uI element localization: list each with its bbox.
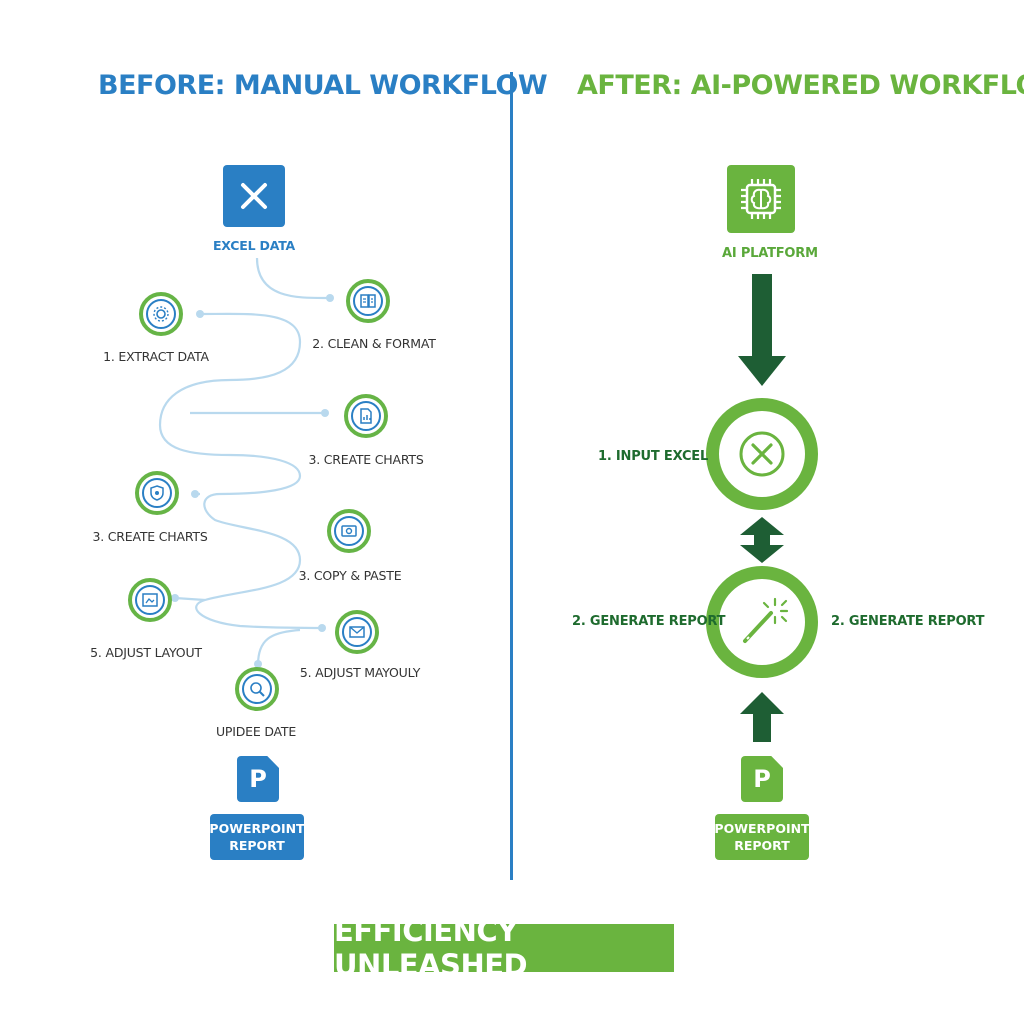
powerpoint-icon-green: P (741, 756, 783, 802)
step-adjust-layout-node (128, 578, 172, 622)
powerpoint-icon: P (237, 756, 279, 802)
step-create-charts-node-2 (135, 471, 179, 515)
efficiency-banner: EFFICIENCY UNLEASHED (334, 914, 674, 982)
magnifier-icon (250, 682, 265, 697)
step-clean-format-node (346, 279, 390, 323)
step-extract-data-node (139, 292, 183, 336)
step-label: 5. ADJUST MAYOULY (299, 665, 421, 680)
step-label: 5. ADJUST LAYOUT (90, 645, 202, 660)
center-divider (510, 72, 513, 880)
powerpoint-report-badge-green: POWERPOINT REPORT (714, 814, 810, 860)
step-adjust-mayouly-node (335, 610, 379, 654)
ai-platform-label: AI PLATFORM (722, 246, 818, 261)
step-label: 2. CLEAN & FORMAT (312, 336, 436, 351)
layout-icon (142, 593, 158, 607)
magic-wand-icon (743, 597, 789, 643)
after-title: AFTER: AI-POWERED WORKFLOW (577, 70, 1024, 101)
copy-icon (341, 525, 357, 537)
manual-workflow-connector (158, 257, 334, 668)
step-label: 1. EXTRACT DATA (103, 349, 209, 364)
down-arrow (738, 274, 786, 386)
up-arrow (740, 692, 784, 742)
generate-report-label-right: 2. GENERATE REPORT (831, 614, 985, 629)
gear-icon (153, 306, 169, 322)
document-icon (360, 294, 376, 308)
envelope-icon (349, 626, 365, 638)
step-copy-paste-node (327, 509, 371, 553)
step-label: 3. CREATE CHARTS (92, 529, 208, 544)
step-create-charts-node (344, 394, 388, 438)
input-excel-ring (706, 398, 818, 510)
ai-brain-chip-icon (727, 165, 795, 233)
generate-report-label-left: 2. GENERATE REPORT (572, 614, 726, 629)
step-label: 3. COPY & PASTE (298, 568, 402, 583)
excel-data-label: EXCEL DATA (212, 238, 296, 253)
step-update-date-node (235, 667, 279, 711)
step-label: 3. CREATE CHARTS (308, 452, 424, 467)
powerpoint-report-badge: POWERPOINT REPORT (209, 814, 305, 860)
bidirectional-arrow (740, 517, 784, 563)
excel-icon (223, 165, 285, 227)
shield-icon (150, 485, 164, 501)
file-chart-icon (360, 408, 372, 424)
step-label: UPIDEE DATE (215, 724, 297, 739)
input-excel-label: 1. INPUT EXCEL (598, 449, 709, 464)
excel-x-icon (739, 431, 785, 477)
before-title: BEFORE: MANUAL WORKFLOW (98, 70, 548, 101)
